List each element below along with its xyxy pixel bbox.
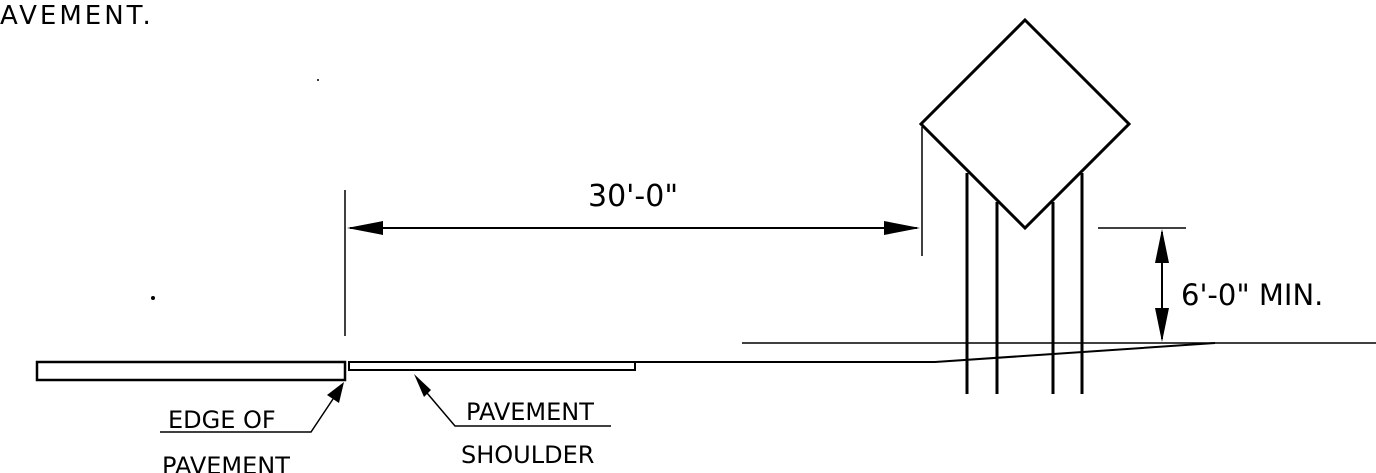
dim-arrow-down: [1155, 308, 1169, 342]
edge-callout-leader: [160, 398, 334, 433]
edge-callout-arrow: [327, 382, 344, 403]
pavement-slab: [35, 360, 347, 382]
ground-line: [635, 342, 1216, 363]
edge-callout-text-2: PAVEMENT: [162, 452, 290, 473]
dim-vertical-label: 6'-0" MIN.: [1181, 278, 1323, 312]
diamond-sign: [918, 17, 1132, 231]
dim-arrow-left: [347, 221, 383, 235]
shoulder-callout-text-1: PAVEMENT: [466, 398, 594, 426]
edge-callout-text-1: EDGE OF: [168, 406, 276, 434]
dim-horizontal-label: 30'-0": [588, 179, 678, 214]
shoulder-slab: [348, 361, 636, 371]
dim-arrow-right: [884, 221, 920, 235]
scan-speck: [151, 296, 155, 300]
scan-speck: [317, 79, 319, 81]
header-text: AVEMENT.: [0, 1, 154, 31]
shoulder-callout-text-2: SHOULDER: [461, 441, 594, 469]
shoulder-callout-arrow: [414, 374, 431, 397]
dim-arrow-up: [1155, 229, 1169, 263]
shoulder-callout-leader: [426, 392, 611, 427]
